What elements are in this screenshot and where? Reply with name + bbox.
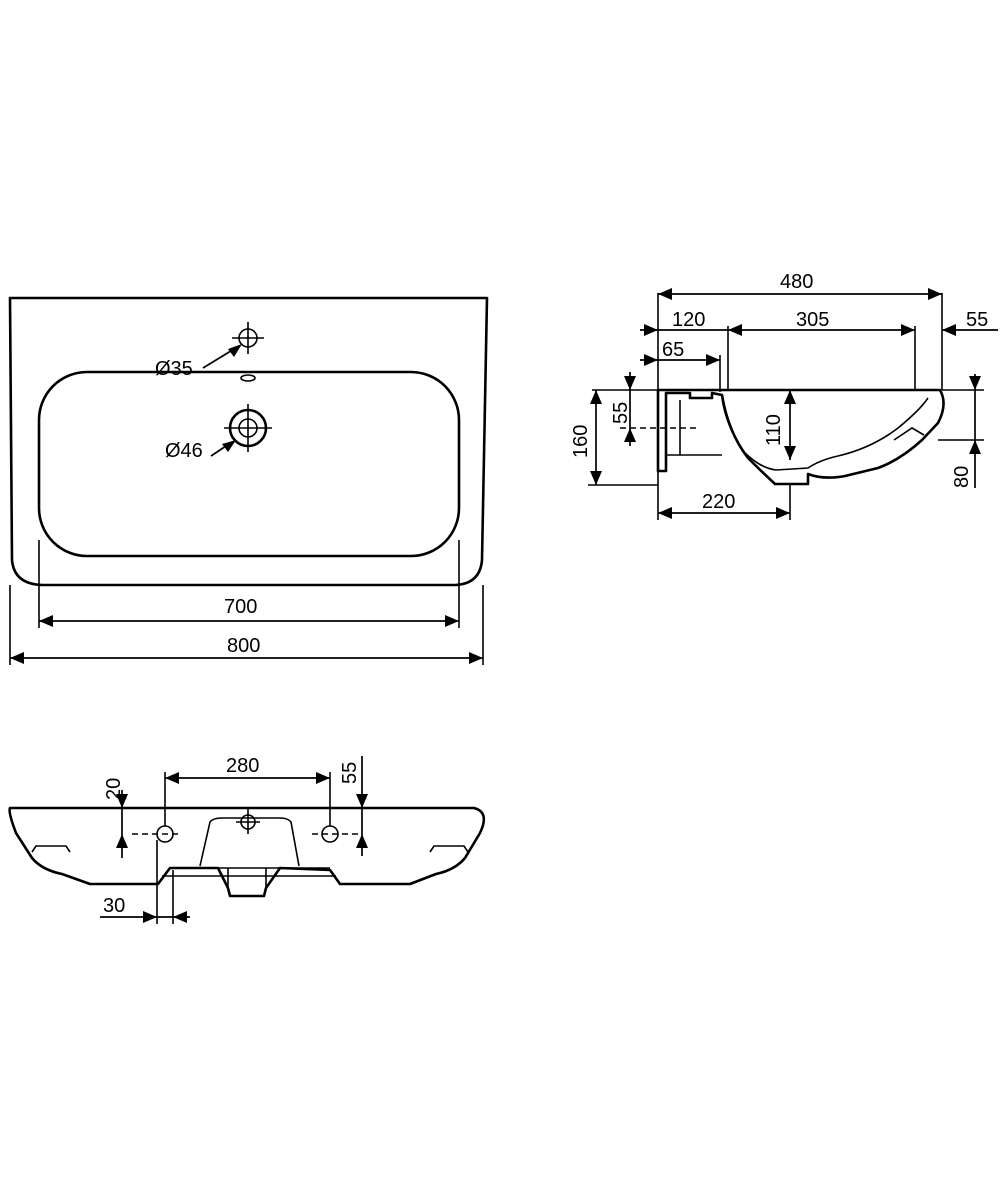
- right-mounting-hole: [312, 825, 362, 843]
- dim-55-left-label: 55: [610, 402, 632, 424]
- dim-800-label: 800: [227, 635, 260, 657]
- dim-120-label: 120: [672, 309, 705, 331]
- d46-label: Ø46: [165, 440, 203, 462]
- front-center-hole: [236, 808, 260, 834]
- top-view: Ø35 Ø46 700 800: [8, 296, 489, 665]
- dim-30-label: 30: [103, 895, 125, 917]
- drain-symbol: [224, 404, 272, 452]
- side-section-bowl: [721, 397, 929, 471]
- tap-hole-symbol: [232, 322, 264, 354]
- dim-700-label: 700: [224, 596, 257, 618]
- dim-160-label: 160: [570, 425, 592, 458]
- central-boss: [199, 817, 300, 867]
- dim-55-label: 55: [339, 762, 361, 784]
- dim-220-label: 220: [702, 491, 735, 513]
- side-view: 480 120 305 55 65 55 160 110: [570, 271, 998, 520]
- dim-80-label: 80: [951, 466, 973, 488]
- left-mounting-hole: [132, 825, 180, 843]
- dim-20-label: 20: [103, 778, 125, 800]
- front-view-outline: [8, 806, 486, 898]
- dim-55-right-label: 55: [966, 309, 988, 331]
- dim-305-label: 305: [796, 309, 829, 331]
- front-view: 280 20 55 30: [8, 755, 486, 924]
- side-section-outline: [656, 388, 945, 486]
- dim-480-label: 480: [780, 271, 813, 293]
- overflow-hole: [240, 374, 256, 382]
- basin-inner-bowl: [37, 370, 461, 558]
- basin-outer-outline: [8, 296, 489, 587]
- dim-110-label: 110: [763, 414, 785, 446]
- d35-label: Ø35: [155, 358, 193, 380]
- dim-65-label: 65: [662, 339, 684, 361]
- dim-280-label: 280: [226, 755, 259, 777]
